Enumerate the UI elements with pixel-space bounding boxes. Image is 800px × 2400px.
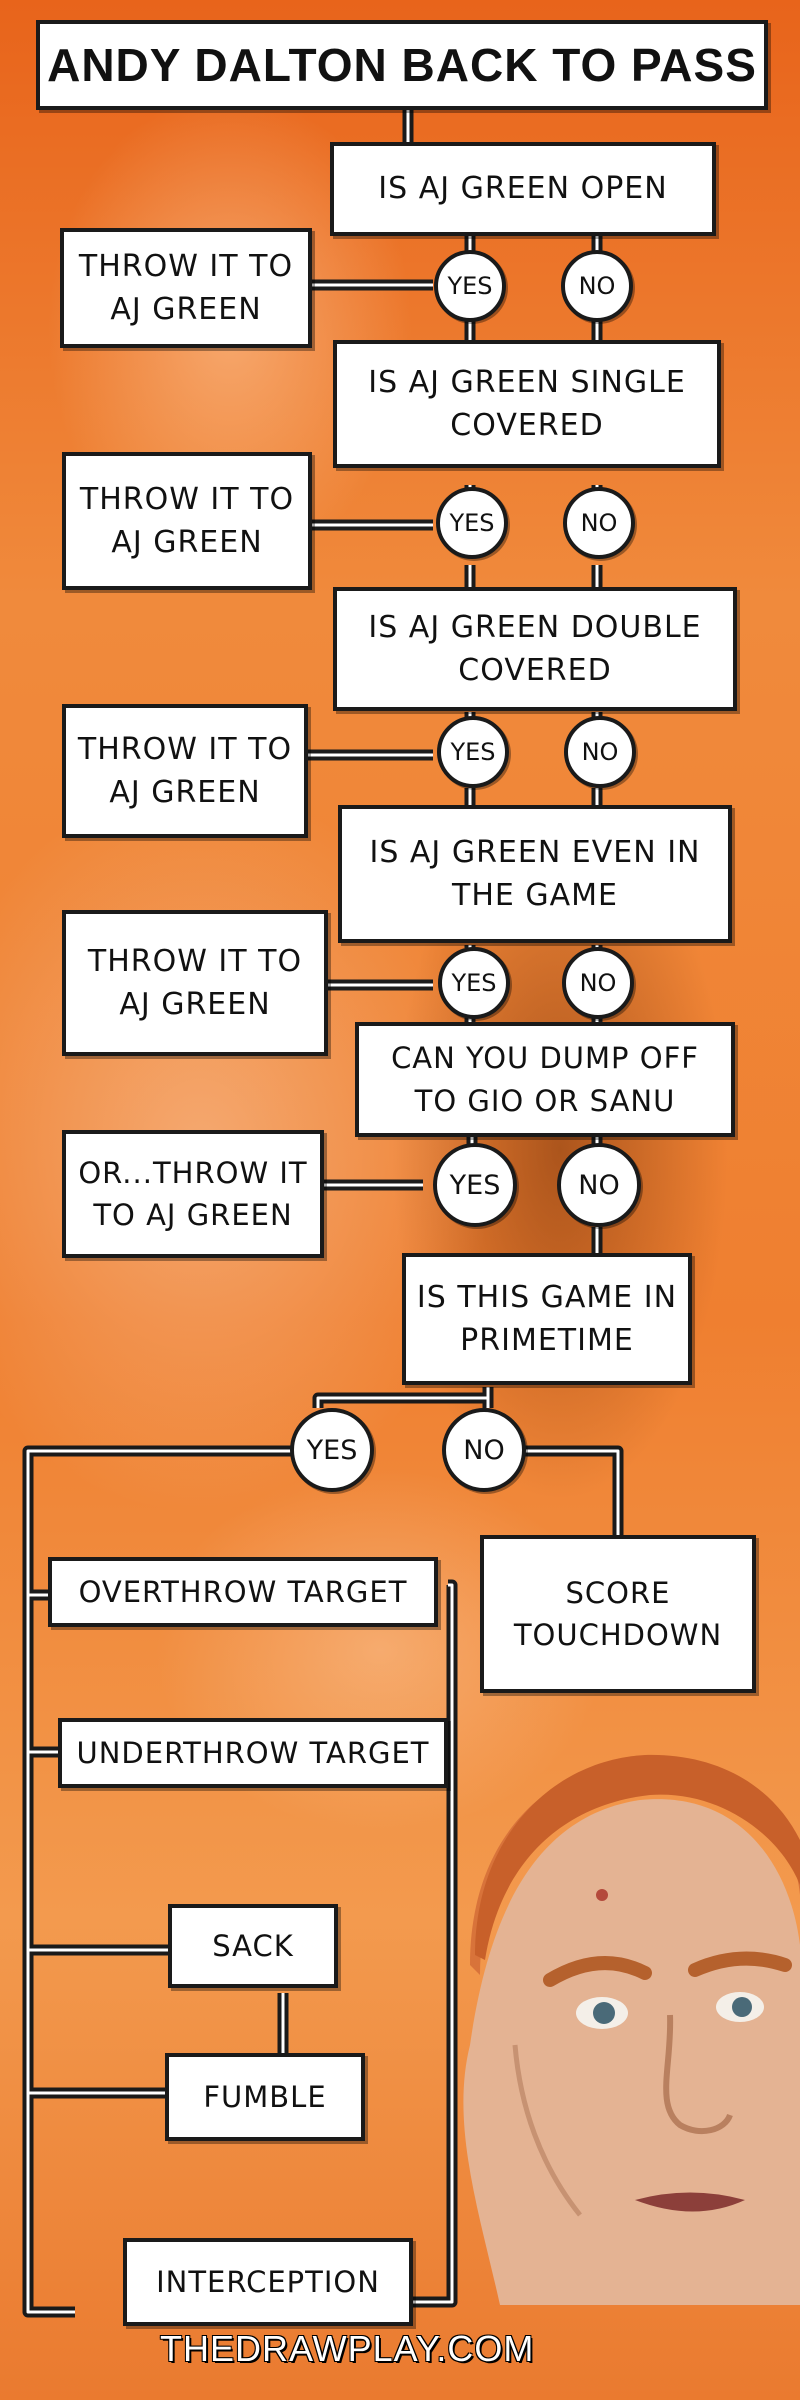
question-double-covered: IS AJ GREEN DOUBLE COVERED <box>333 587 737 711</box>
no-circle-4: NO <box>562 947 634 1019</box>
outcome-score-touchdown: SCORE TOUCHDOWN <box>480 1535 756 1693</box>
coach-face-photo <box>463 1754 800 2305</box>
yes-circle-3: YES <box>437 716 509 788</box>
no-circle-3: NO <box>564 716 636 788</box>
answer-throw-5: OR...THROW IT TO AJ GREEN <box>62 1130 324 1258</box>
outcome-interception: INTERCEPTION <box>123 2238 413 2326</box>
answer-throw-4: THROW IT TO AJ GREEN <box>62 910 328 1056</box>
no-circle-1: NO <box>561 250 633 322</box>
outcome-overthrow: OVERTHROW TARGET <box>48 1557 438 1627</box>
no-circle-6: NO <box>442 1408 526 1492</box>
no-circle-5: NO <box>557 1143 641 1227</box>
yes-circle-5: YES <box>433 1143 517 1227</box>
yes-circle-1: YES <box>434 250 506 322</box>
question-aj-green-open: IS AJ GREEN OPEN <box>330 142 716 236</box>
flowchart-title: ANDY DALTON BACK TO PASS <box>36 20 768 110</box>
answer-throw-3: THROW IT TO AJ GREEN <box>62 704 308 838</box>
yes-circle-2: YES <box>436 487 508 559</box>
no-circle-2: NO <box>563 487 635 559</box>
question-dump-off: CAN YOU DUMP OFF TO GIO OR SANU <box>355 1022 735 1137</box>
outcome-underthrow: UNDERTHROW TARGET <box>58 1718 448 1788</box>
question-single-covered: IS AJ GREEN SINGLE COVERED <box>333 340 721 468</box>
answer-throw-2: THROW IT TO AJ GREEN <box>62 452 312 590</box>
outcome-sack: SACK <box>168 1904 338 1988</box>
outcome-fumble: FUMBLE <box>165 2053 365 2141</box>
site-footer-watermark: THEDRAWPLAY.COM <box>160 2328 535 2369</box>
question-primetime: IS THIS GAME IN PRIMETIME <box>402 1253 692 1385</box>
yes-circle-6: YES <box>290 1408 374 1492</box>
yes-circle-4: YES <box>438 947 510 1019</box>
question-even-in-game: IS AJ GREEN EVEN IN THE GAME <box>338 805 732 943</box>
answer-throw-1: THROW IT TO AJ GREEN <box>60 228 312 348</box>
